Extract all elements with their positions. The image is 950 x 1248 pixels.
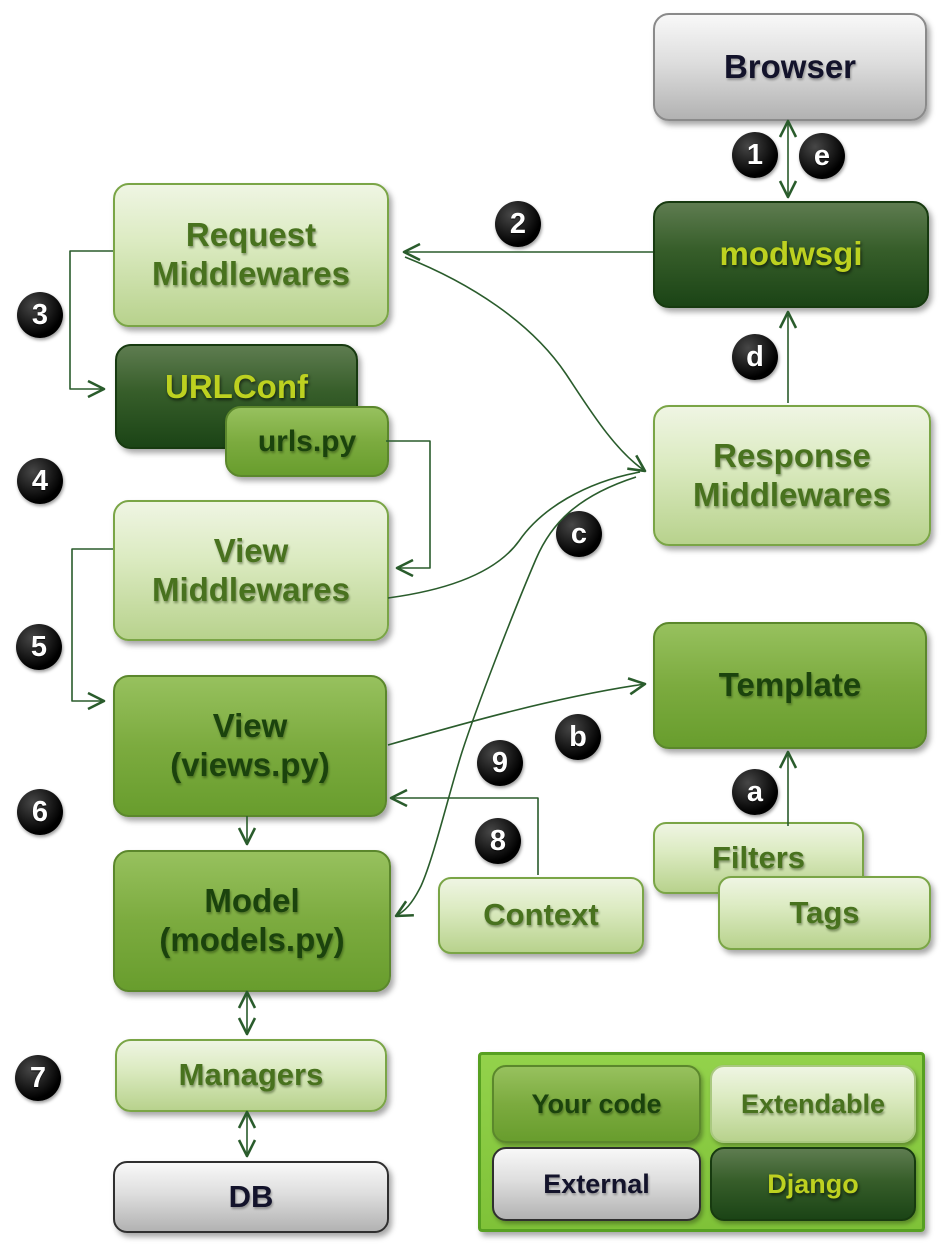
node-managers: Managers [115,1039,387,1112]
step-badge-9: 9 [477,740,523,786]
step-badge-8: 8 [475,818,521,864]
node-response-middlewares: Response Middlewares [653,405,931,546]
curve-request-middlewares-response-middlewares [404,256,647,473]
node-urls-py: urls.py [225,406,389,477]
step-badge-7: 7 [15,1055,61,1101]
step-badge-5: 5 [16,624,62,670]
arrow-urlspy-view-middlewares [386,440,431,578]
step-badge-e: e [799,133,845,179]
arrow-request-middlewares-urlconf [69,250,113,399]
legend-item-your-code: Your code [492,1065,701,1143]
legend-item-django: Django [710,1147,916,1221]
node-tags: Tags [718,876,931,950]
step-badge-3: 3 [17,292,63,338]
step-badge-b: b [555,714,601,760]
node-browser: Browser [653,13,927,121]
step-badge-6: 6 [17,789,63,835]
step-badge-1: 1 [732,132,778,178]
step-badge-4: 4 [17,458,63,504]
node-request-middlewares: Request Middlewares [113,183,389,327]
legend-item-external: External [492,1147,701,1221]
node-db: DB [113,1161,389,1233]
curve-view-template [387,677,647,746]
curve-view-middlewares-response-middlewares [387,471,641,599]
node-template: Template [653,622,927,749]
node-context: Context [438,877,644,954]
arrow-view-middlewares-view [71,548,113,711]
step-badge-2: 2 [495,201,541,247]
node-view-middlewares: View Middlewares [113,500,389,641]
node-modwsgi: modwsgi [653,201,929,308]
legend: Your code Extendable External Django [478,1052,925,1232]
step-badge-d: d [732,334,778,380]
step-badge-c: c [556,511,602,557]
step-badge-a: a [732,769,778,815]
node-model: Model (models.py) [113,850,391,992]
node-view: View (views.py) [113,675,387,817]
legend-item-extendable: Extendable [710,1065,916,1143]
